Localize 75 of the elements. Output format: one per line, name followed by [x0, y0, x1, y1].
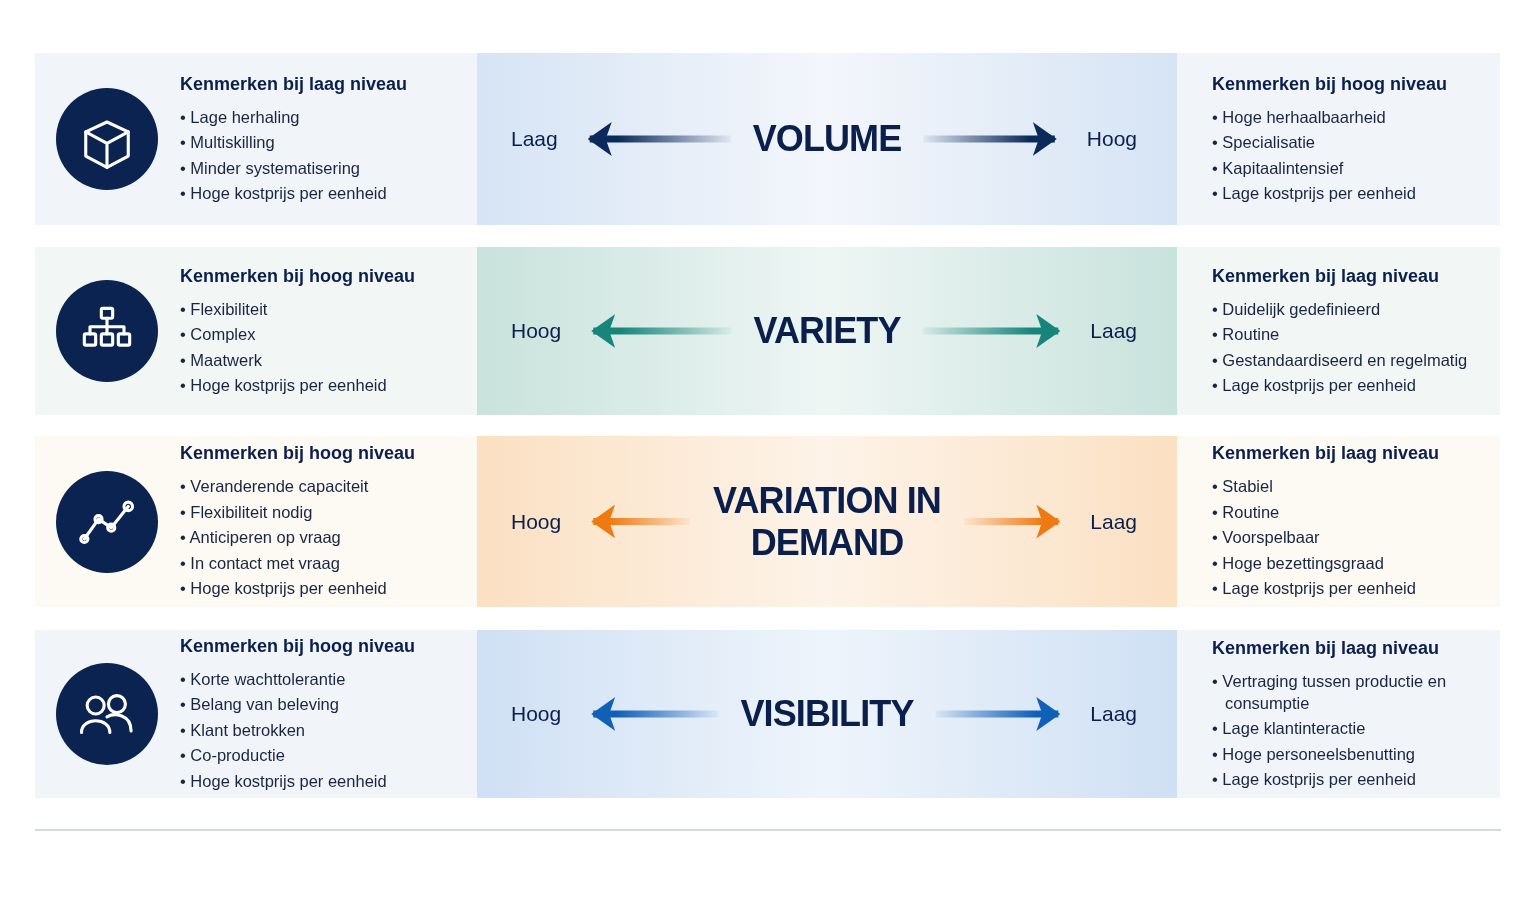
panel-heading: Kenmerken bij hoog niveau — [180, 634, 417, 658]
bullet-item: • Lage kostprijs per eenheid — [1212, 183, 1417, 204]
characteristics-panel — [1177, 630, 1500, 798]
bullet-item: • Hoge personeelsbenutting — [1212, 743, 1416, 765]
bullet-item: • Duidelijk gedefinieerd — [1212, 298, 1382, 320]
arrow — [964, 504, 1061, 539]
bullet-item: • Hoge kostprijs per eenheid — [180, 375, 388, 396]
bullet-item: • Lage kostprijs per eenheid — [1212, 578, 1417, 600]
bullet-item: • Belang van beleving — [180, 694, 340, 716]
dimension-title: VOLUME — [752, 118, 902, 160]
panel-heading: Kenmerken bij hoog niveau — [180, 442, 417, 466]
characteristics-panel — [35, 436, 477, 607]
arrow — [591, 504, 690, 539]
bullet-item: • Stabiel — [1212, 476, 1274, 498]
arrow — [587, 122, 731, 156]
characteristics-panel — [35, 53, 477, 225]
bullet-item: • Hoge kostprijs per eenheid — [180, 578, 388, 600]
level-label: Hoog — [511, 698, 562, 730]
level-label: Laag — [1090, 698, 1137, 730]
dimension-band — [477, 247, 1177, 415]
dimension-band — [477, 436, 1177, 607]
panel-heading: Kenmerken bij laag niveau — [1212, 636, 1441, 660]
level-label: Laag — [1090, 505, 1137, 538]
level-label: Laag — [1090, 315, 1137, 347]
bullet-item: • Multiskilling — [180, 132, 276, 153]
bullet-item: • Klant betrokken — [180, 719, 306, 741]
bullet-item: • Vertraging tussen productie en consumptie — [1212, 670, 1448, 714]
dimension-band — [477, 53, 1177, 225]
bullet-item: • Lage herhaling — [180, 106, 301, 128]
dimension-title: VARIETY — [753, 310, 901, 352]
arrow — [591, 697, 719, 731]
bullet-item: • Hoge bezettingsgraad — [1212, 552, 1385, 574]
panel-heading: Kenmerken bij laag niveau — [1212, 442, 1441, 466]
bullet-item: • Minder systematisering — [180, 157, 361, 179]
bullet-item: • Kapitaalintensief — [1212, 157, 1345, 179]
bullet-item: • Routine — [1212, 501, 1281, 523]
bullet-item: • Lage klantinteractie — [1212, 718, 1367, 739]
bullet-item: • Hoge kostprijs per eenheid — [180, 183, 388, 204]
bullet-item: • Veranderende capaciteit — [180, 476, 370, 498]
panel-heading: Kenmerken bij hoog niveau — [1212, 72, 1449, 96]
bullet-item: • Hoge kostprijs per eenheid — [180, 770, 388, 792]
bullet-item: • In contact met vraag — [180, 552, 341, 574]
level-label: Hoog — [1086, 123, 1137, 155]
level-label: Hoog — [511, 505, 562, 538]
bullet-item: • Co-productie — [180, 745, 286, 767]
bullet-item: • Gestandaardiseerd en regelmatig — [1212, 349, 1469, 371]
characteristics-panel — [35, 247, 477, 415]
level-label: Laag — [511, 123, 558, 155]
dimension-title: VISIBILITY — [740, 693, 914, 735]
dimension-title: VARIATION IN DEMAND — [712, 479, 942, 564]
bullet-item: • Voorspelbaar — [1212, 527, 1321, 549]
bullet-item: • Routine — [1212, 324, 1281, 345]
bullet-item: • Maatwerk — [180, 349, 263, 371]
arrow — [923, 122, 1057, 156]
arrow — [935, 697, 1061, 731]
bullet-item: • Anticiperen op vraag — [180, 527, 342, 549]
characteristics-panel — [35, 630, 477, 798]
bullet-item: • Korte wachttolerantie — [180, 668, 347, 690]
bullet-item: • Specialisatie — [1212, 132, 1316, 153]
arrow — [591, 314, 732, 348]
bullet-item: • Lage kostprijs per eenheid — [1212, 375, 1417, 396]
characteristics-panel — [1177, 247, 1500, 415]
bullet-item: • Flexibiliteit — [180, 298, 269, 320]
dimension-band — [477, 630, 1177, 798]
panel-heading: Kenmerken bij laag niveau — [180, 72, 409, 96]
bullet-item: • Flexibiliteit nodig — [180, 501, 314, 523]
characteristics-panel — [1177, 53, 1500, 225]
bullet-item: • Lage kostprijs per eenheid — [1212, 769, 1417, 790]
panel-heading: Kenmerken bij laag niveau — [1212, 264, 1441, 288]
bullet-item: • Hoge herhaalbaarheid — [1212, 106, 1387, 128]
panel-heading: Kenmerken bij hoog niveau — [180, 264, 417, 288]
bullet-item: • Complex — [180, 324, 257, 345]
characteristics-panel — [1177, 436, 1500, 607]
arrow — [922, 314, 1061, 348]
level-label: Hoog — [511, 315, 562, 347]
